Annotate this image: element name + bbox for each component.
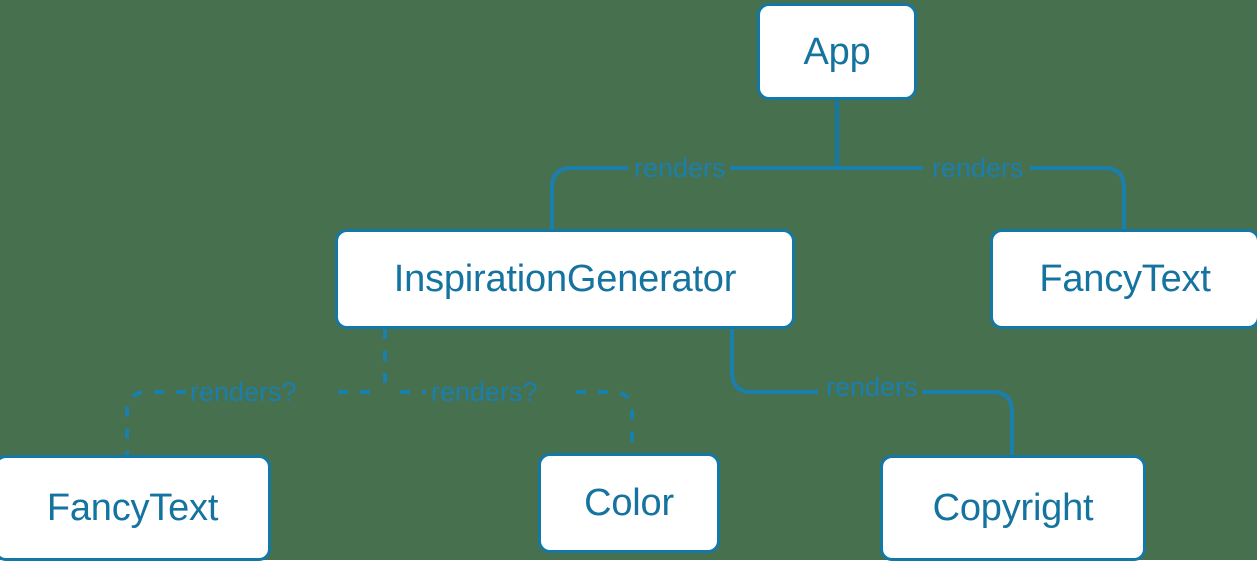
node-copyright[interactable]: Copyright [880,455,1146,561]
node-app-label: App [803,30,871,73]
node-fancytext-bottom-label: FancyText [46,487,219,529]
node-fancytext-top-label: FancyText [1039,258,1211,300]
node-fancytext-bottom[interactable]: FancyText [0,455,271,561]
edge-app-to-fancytext [837,166,1126,229]
node-fancytext-top[interactable]: FancyText [990,229,1257,329]
edge-label-renders-q-inspirationgenerator-fancytext: renders? [190,377,297,407]
edge-inspirationgenerator-to-copyright [730,329,1014,455]
edge-label-renders-app-fancytext: renders [932,153,1024,183]
node-app[interactable]: App [757,3,917,100]
node-color-label: Color [584,482,674,524]
node-inspirationgenerator[interactable]: InspirationGenerator [335,229,795,329]
edge-label-renders-inspirationgenerator-copyright: renders [826,372,918,402]
edge-label-renders-q-inspirationgenerator-color: renders? [431,377,538,407]
edge-inspirationgenerator-to-fancytext [125,390,370,455]
node-color[interactable]: Color [538,453,720,553]
edge-inspirationgenerator-to-color [400,390,634,453]
node-copyright-label: Copyright [932,487,1094,529]
edge-app-to-inspirationgenerator [550,166,837,229]
node-inspirationgenerator-label: InspirationGenerator [393,258,737,300]
edge-label-renders-app-inspirationgenerator: renders [634,153,726,183]
